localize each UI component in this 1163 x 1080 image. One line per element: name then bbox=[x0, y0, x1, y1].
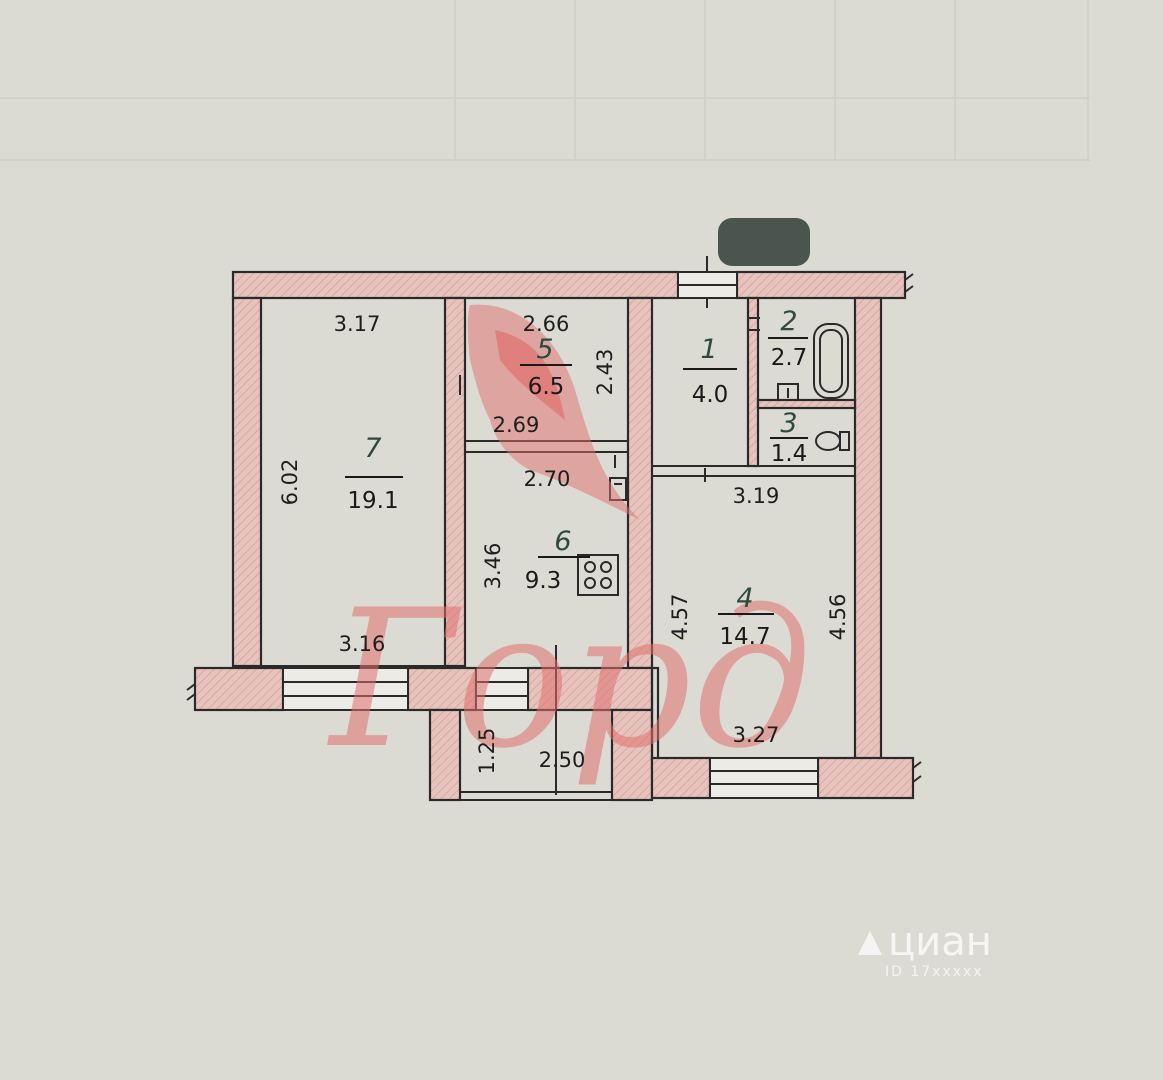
dim-r6-top: 2.70 bbox=[524, 467, 571, 491]
wall-kitchen-right bbox=[626, 296, 654, 670]
dim-r5-side: 2.43 bbox=[593, 349, 617, 396]
dim-r5-top: 2.66 bbox=[523, 312, 570, 336]
dim-r6-side: 3.46 bbox=[481, 543, 505, 590]
toilet-icon bbox=[815, 431, 850, 451]
wall-bottom-r4-right bbox=[816, 756, 915, 800]
dim-r4-bottom: 3.27 bbox=[733, 723, 780, 747]
room-labels: 7 19.1 5 6.5 1 4.0 2 2.7 3 1.4 6 9.3 4 1… bbox=[345, 306, 808, 650]
room-5-area: 6.5 bbox=[528, 374, 565, 400]
dim-balcony-side: 1.25 bbox=[475, 728, 499, 775]
wall-right bbox=[853, 296, 883, 762]
room-6-number: 6 bbox=[554, 526, 571, 557]
cian-logo: циан ID 17xxxxx bbox=[858, 919, 992, 980]
interior-lines bbox=[186, 256, 922, 801]
room-4-area: 14.7 bbox=[719, 624, 770, 650]
wall-top-right bbox=[735, 270, 907, 300]
wall-bath-mid bbox=[756, 398, 857, 410]
cian-person-icon bbox=[858, 931, 882, 955]
balcony-left-wall bbox=[428, 708, 462, 802]
room-7-area: 19.1 bbox=[347, 488, 398, 514]
room-1-area: 4.0 bbox=[692, 382, 729, 408]
dim-r7-side: 6.02 bbox=[278, 459, 302, 506]
room-1-number: 1 bbox=[700, 334, 717, 365]
dim-r7-top: 3.17 bbox=[334, 312, 381, 336]
wall-bottom-r4-left bbox=[650, 756, 712, 800]
window-bedroom bbox=[282, 667, 409, 711]
dim-r4-left: 4.57 bbox=[668, 594, 692, 641]
bathtub-icon bbox=[813, 323, 849, 399]
watermark-text: Горд bbox=[327, 569, 812, 790]
room-3-number: 3 bbox=[780, 408, 797, 439]
room-3-area: 1.4 bbox=[771, 441, 808, 467]
dim-r4-right: 4.56 bbox=[826, 594, 850, 641]
room-2-number: 2 bbox=[780, 306, 797, 337]
wall-top-left bbox=[231, 270, 680, 300]
dimension-labels: 3.17 6.02 3.16 2.66 2.43 2.69 2.70 3.46 … bbox=[278, 312, 850, 774]
cian-logo-tagline: ID 17xxxxx bbox=[885, 964, 984, 980]
wall-bottom-left bbox=[193, 666, 285, 712]
wall-bath-left bbox=[746, 296, 760, 468]
sink-icon bbox=[777, 383, 799, 401]
cian-logo-text: циан bbox=[888, 919, 992, 965]
window-kitchen bbox=[475, 667, 529, 711]
windows bbox=[282, 271, 819, 799]
stove-icon bbox=[577, 554, 619, 596]
dim-r7-bottom: 3.16 bbox=[339, 632, 386, 656]
room-7-number: 7 bbox=[364, 433, 381, 464]
window-room4 bbox=[709, 757, 819, 799]
wall-bottom-mid bbox=[406, 666, 478, 712]
dim-r4-top: 3.19 bbox=[733, 484, 780, 508]
dim-r5-bottom: 2.69 bbox=[493, 413, 540, 437]
redaction-mark bbox=[718, 218, 810, 266]
dim-balcony-width: 2.50 bbox=[539, 748, 586, 772]
room-6-area: 9.3 bbox=[525, 568, 562, 594]
bird-logo-icon bbox=[467, 304, 640, 520]
wall-left bbox=[231, 296, 263, 668]
room-2-area: 2.7 bbox=[771, 345, 808, 371]
room-5-number: 5 bbox=[536, 334, 553, 365]
room-4-number: 4 bbox=[736, 583, 753, 614]
